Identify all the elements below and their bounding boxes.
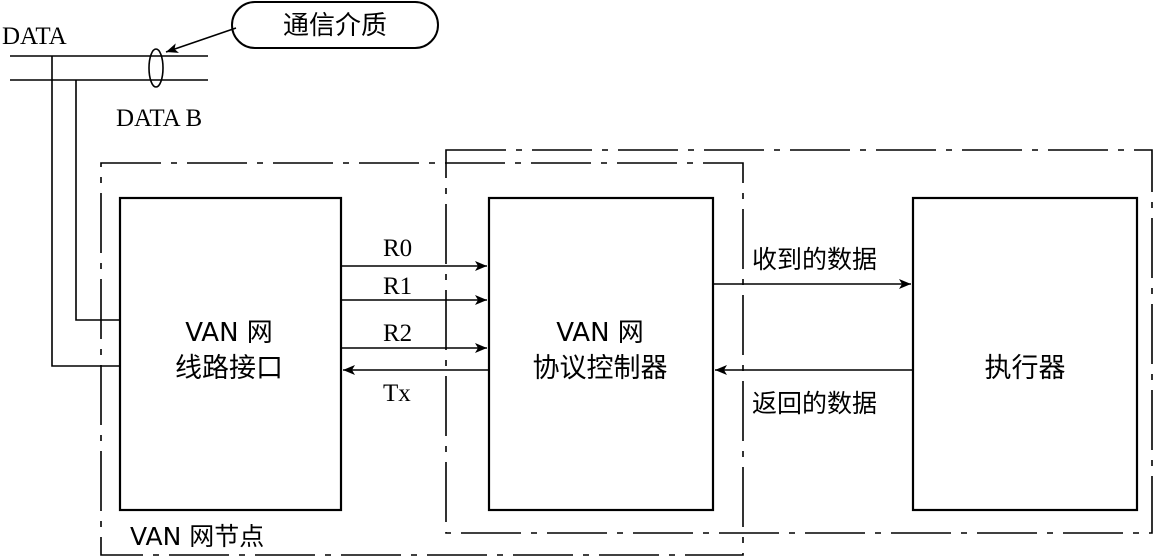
- line-interface-label-2: 线路接口: [175, 353, 283, 384]
- line-interface-label-1: VAN 网: [185, 318, 273, 348]
- r0-label: R0: [383, 235, 412, 262]
- medium-callout-box: [231, 1, 439, 49]
- signal-arrows: [341, 261, 489, 375]
- line-interface-box: [118, 196, 343, 512]
- data-drop-wire: [51, 56, 120, 367]
- data-b-label: DATA B: [116, 105, 202, 132]
- r1-label: R1: [383, 273, 412, 300]
- medium-pointer-arrow: [165, 27, 237, 53]
- medium-label: 通信介质: [283, 11, 387, 41]
- node-label: VAN 网节点: [130, 522, 264, 551]
- blocks: [118, 196, 1139, 512]
- bus-lines: [10, 55, 208, 367]
- flow-arrows: [713, 279, 913, 375]
- data-b-drop-wire: [75, 80, 120, 321]
- tx-label: Tx: [383, 380, 411, 407]
- received-data-label: 收到的数据: [752, 245, 877, 274]
- data-label: DATA: [2, 23, 67, 50]
- controller-actuator-boundary: [445, 149, 1153, 534]
- returned-data-label: 返回的数据: [752, 389, 877, 418]
- r2-label: R2: [383, 320, 412, 347]
- medium-callout: 通信介质: [165, 1, 439, 53]
- actuator-label: 执行器: [985, 353, 1066, 384]
- boundaries: [100, 149, 1153, 556]
- protocol-controller-box: [487, 196, 715, 512]
- twisted-pair-ellipse: [148, 48, 164, 88]
- actuator-box: [911, 196, 1139, 512]
- protocol-controller-label-2: 协议控制器: [533, 353, 668, 384]
- protocol-controller-label-1: VAN 网: [556, 318, 644, 348]
